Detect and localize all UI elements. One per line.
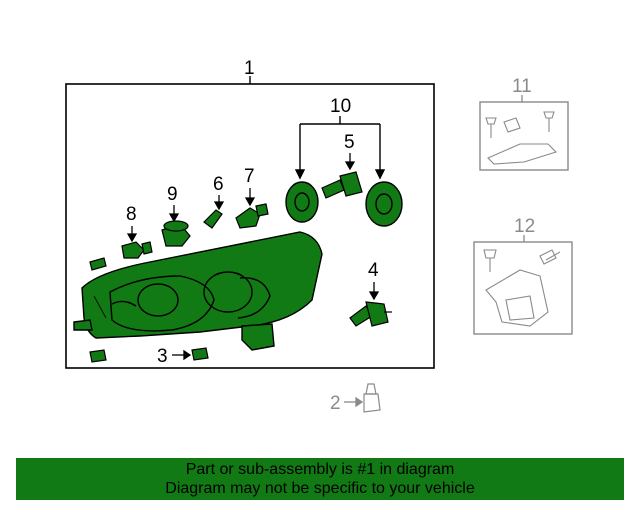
callout-3-arrow xyxy=(172,349,192,361)
info-banner: Part or sub-assembly is #1 in diagram Di… xyxy=(16,458,624,500)
socket-part-9[interactable] xyxy=(161,220,191,247)
clip-part-3[interactable] xyxy=(89,257,209,363)
callout-2-arrow xyxy=(344,396,364,408)
callout-6[interactable]: 6 xyxy=(213,174,224,195)
callout-4-arrow xyxy=(368,282,380,301)
headlamp-assembly[interactable] xyxy=(73,231,323,351)
fastener-part-2[interactable] xyxy=(363,383,381,413)
info-line-2: Diagram may not be specific to your vehi… xyxy=(165,480,475,497)
callout-8[interactable]: 8 xyxy=(126,204,137,225)
callout-12[interactable]: 12 xyxy=(514,216,535,237)
callout-9[interactable]: 9 xyxy=(167,184,178,205)
bulb-part-8[interactable] xyxy=(121,241,153,259)
callout-9-arrow xyxy=(168,205,180,223)
cover-part-10-left[interactable] xyxy=(285,181,319,223)
info-line-1: Part or sub-assembly is #1 in diagram xyxy=(185,461,455,478)
callout-1[interactable]: 1 xyxy=(244,58,255,79)
callout-7[interactable]: 7 xyxy=(244,166,255,187)
kit-box-12[interactable] xyxy=(473,241,573,335)
callout-5-arrow xyxy=(344,153,356,171)
parts-diagram: 1 3 8 9 6 xyxy=(65,58,573,414)
callout-8-arrow xyxy=(126,226,138,243)
kit-box-11[interactable] xyxy=(479,101,569,171)
callout-11[interactable]: 11 xyxy=(512,76,532,97)
callout-5[interactable]: 5 xyxy=(344,132,355,153)
callout-7-arrow xyxy=(244,188,256,207)
bulb-part-6[interactable] xyxy=(203,209,223,229)
kit-part-11-contents xyxy=(485,111,558,165)
kit-part-12-contents xyxy=(483,249,561,327)
callout-10-bracket xyxy=(294,116,386,180)
callout-10[interactable]: 10 xyxy=(330,96,351,117)
cover-part-10-right[interactable] xyxy=(365,181,403,227)
bulb-part-5[interactable] xyxy=(321,171,363,199)
callout-6-arrow xyxy=(213,195,225,211)
callout-2[interactable]: 2 xyxy=(330,393,341,414)
callout-3[interactable]: 3 xyxy=(157,346,168,367)
bulb-part-4[interactable] xyxy=(349,301,392,327)
callout-4[interactable]: 4 xyxy=(368,260,379,281)
socket-part-7[interactable] xyxy=(235,203,269,229)
